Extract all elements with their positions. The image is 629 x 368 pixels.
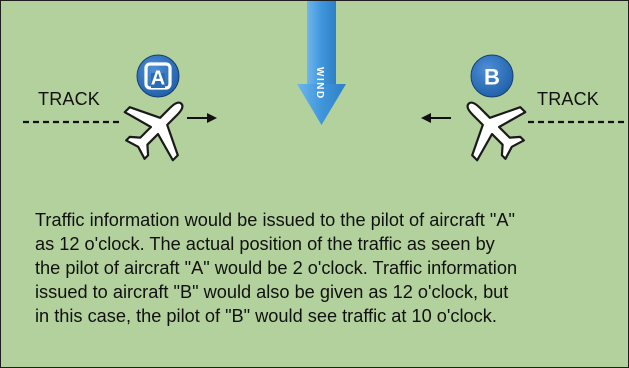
wind-arrow-icon: WIND — [297, 1, 346, 125]
arrow-left-icon — [421, 113, 451, 123]
badge-a-letter: A — [151, 68, 165, 90]
badge-a: A — [136, 54, 180, 98]
caption-line-3: the pilot of aircraft "A" would be 2 o'c… — [35, 258, 518, 278]
badge-b: B — [470, 54, 514, 98]
caption-line-5: in this case, the pilot of "B" would see… — [35, 306, 497, 326]
caption-text: Traffic information would be issued to t… — [35, 208, 615, 328]
traffic-diagram: A B WIND — [23, 1, 627, 175]
caption-line-1: Traffic information would be issued to t… — [35, 210, 515, 230]
track-label-right: TRACK — [537, 89, 600, 109]
track-label-left: TRACK — [38, 89, 101, 109]
badge-b-letter: B — [484, 65, 500, 90]
arrow-right-icon — [187, 113, 217, 123]
caption-line-2: as 12 o'clock. The actual position of th… — [35, 234, 495, 254]
caption-line-4: issued to aircraft "B" would also be giv… — [35, 282, 509, 302]
wind-label: WIND — [314, 67, 325, 100]
